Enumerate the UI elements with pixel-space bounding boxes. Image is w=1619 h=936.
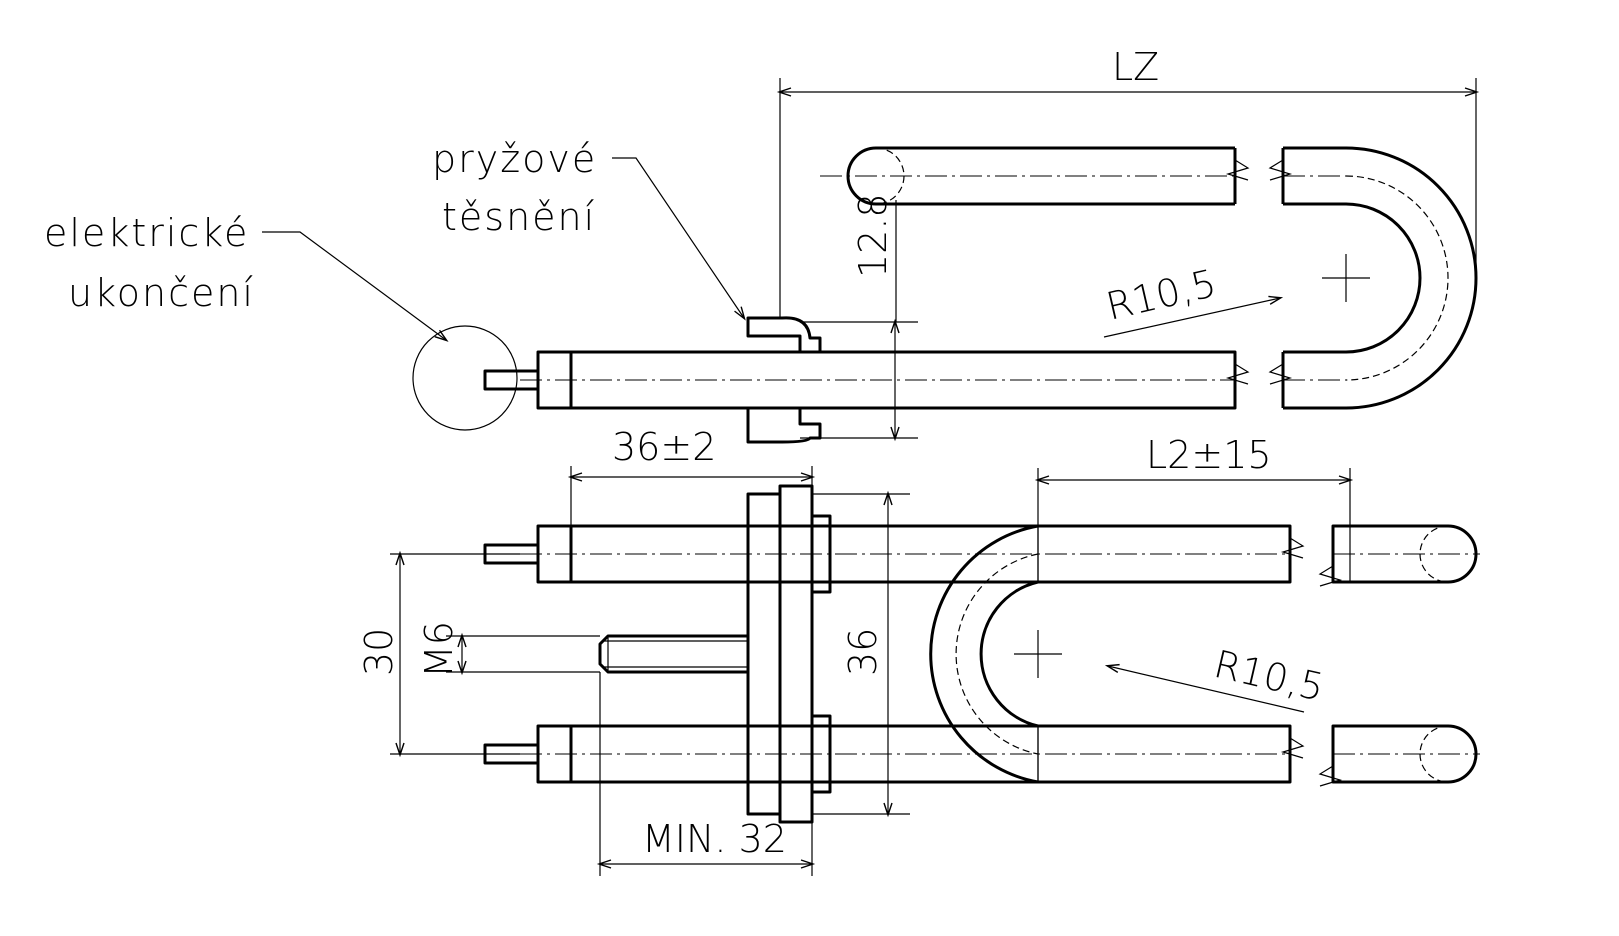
bottom-upper-tube	[520, 524, 1480, 587]
rubber-seal-label-line2: těsnění	[442, 195, 596, 239]
m6-stud	[598, 634, 748, 674]
dim-overall-length-text: LZ	[1112, 45, 1159, 89]
electric-termination-circle	[412, 325, 518, 431]
dim-bend-radius-top-text: R10,5	[1102, 261, 1220, 329]
dim-overall-length: LZ	[776, 45, 1480, 318]
top-lower-tube	[520, 350, 1250, 410]
dim-bend-radius-bottom: R10,5	[1104, 642, 1328, 713]
top-upper-tube	[820, 146, 1250, 206]
rubber-seal-label-line1: pryžové	[432, 137, 597, 181]
dim-min-stud-length-text: MIN. 32	[642, 817, 787, 861]
dim-tube-diameter-text: 12.8	[851, 193, 895, 278]
top-view: 12.8 LZ R10,5 pryžové těsnění elektrické…	[44, 45, 1480, 444]
bottom-lower-tube	[520, 724, 1480, 787]
electric-termination-label-line2: ukončení	[68, 271, 255, 315]
dim-terminal-length: 36±2	[567, 425, 816, 526]
dim-tube-spacing-text: 30	[357, 628, 401, 676]
top-u-bend	[1268, 146, 1478, 410]
electric-termination-label-line1: elektrické	[44, 211, 249, 255]
dim-bend-radius-top: R10,5	[1102, 261, 1284, 338]
rubber-seal-label: pryžové těsnění	[432, 137, 746, 321]
dim-bend-radius-bottom-text: R10,5	[1210, 642, 1328, 710]
dim-leg-length: L2±15	[1034, 433, 1354, 582]
dim-flange-height: 36	[812, 490, 910, 818]
bottom-view: 36±2 L2±15 30 M6 36	[357, 425, 1480, 876]
dim-leg-length-text: L2±15	[1146, 433, 1272, 477]
electric-termination-label: elektrické ukončení	[44, 211, 449, 342]
top-terminal-pin	[483, 369, 540, 391]
dim-flange-height-text: 36	[841, 628, 885, 676]
bottom-u-bend	[929, 524, 1062, 784]
dim-stud-thread: M6	[417, 621, 600, 678]
dim-min-stud-length: MIN. 32	[596, 672, 816, 876]
dim-stud-thread-text: M6	[417, 621, 461, 678]
flange	[746, 484, 832, 824]
dim-tube-spacing: 30	[357, 550, 520, 758]
dim-terminal-length-text: 36±2	[612, 425, 716, 469]
rubber-seal	[746, 316, 822, 444]
dim-tube-diameter: 12.8	[800, 193, 918, 442]
